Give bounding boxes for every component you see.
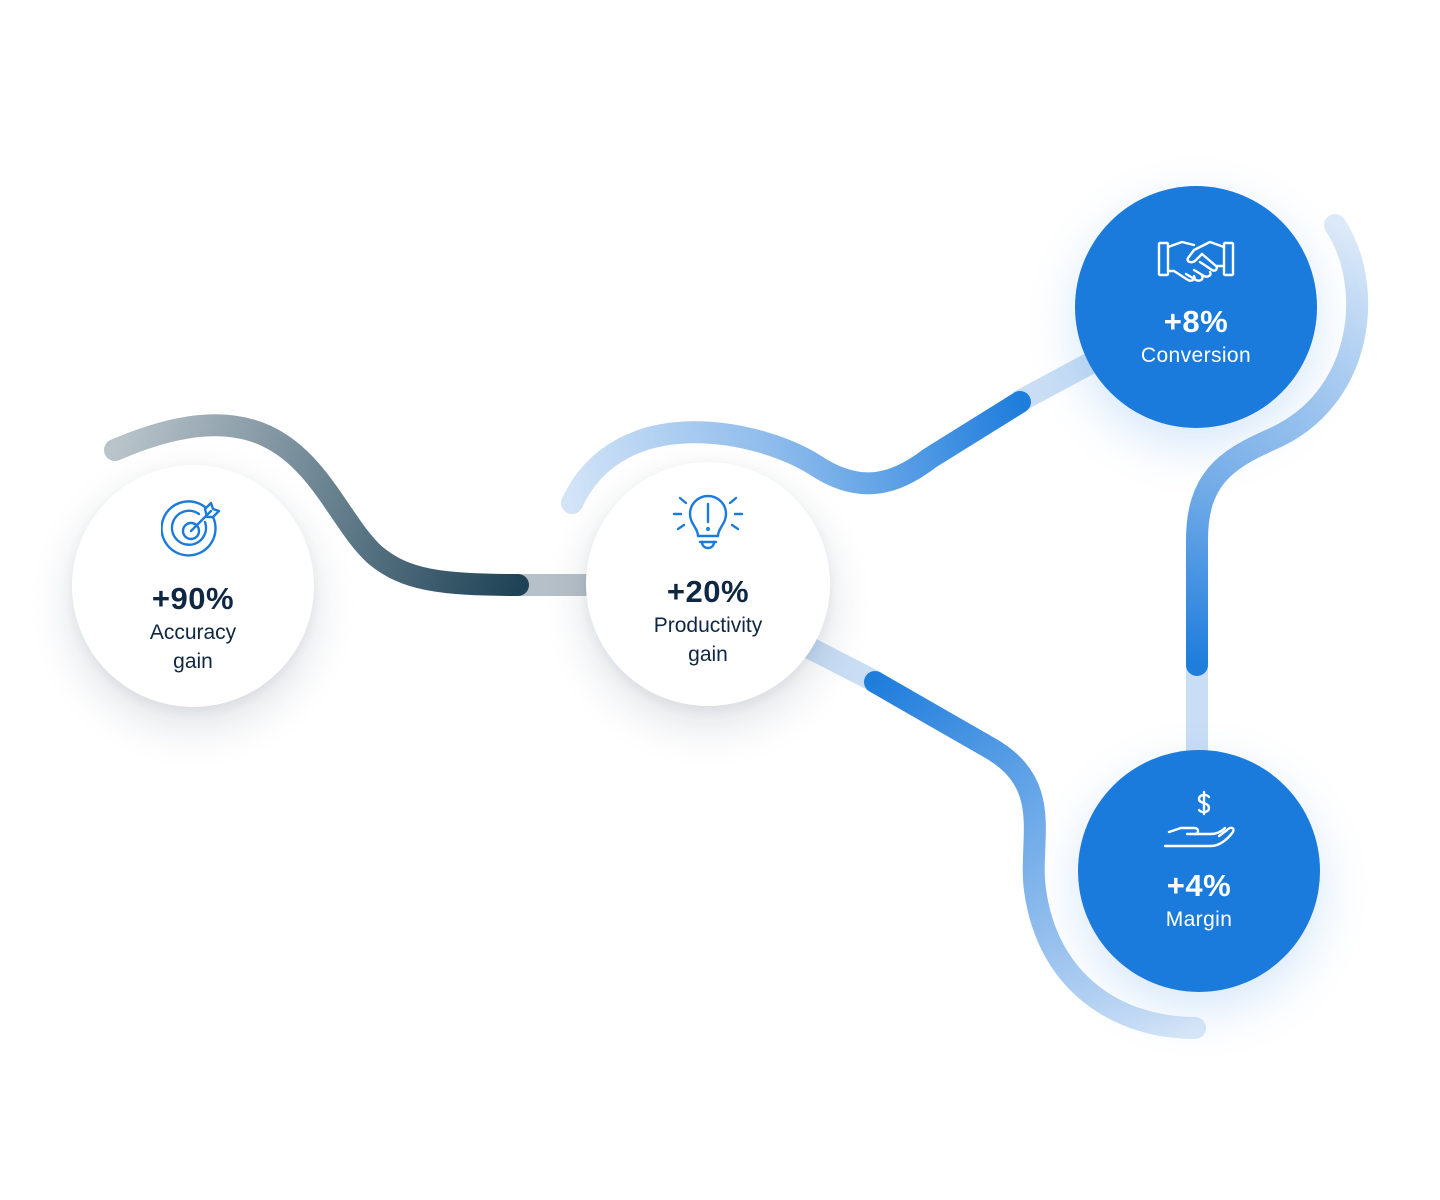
connector-accuracy-to-productivity xyxy=(104,414,529,596)
label-productivity: Productivity gain xyxy=(654,611,763,669)
connector-conversion-to-margin xyxy=(1186,214,1369,676)
node-conversion: +8% Conversion xyxy=(1075,186,1317,428)
target-icon xyxy=(161,500,221,557)
value-accuracy: +90% xyxy=(151,581,235,616)
label-margin: Margin xyxy=(1166,905,1233,934)
node-accuracy-gain: +90% Accuracy gain xyxy=(72,465,314,707)
node-productivity-gain: +20% Productivity gain xyxy=(586,462,830,706)
label-accuracy: Accuracy gain xyxy=(150,618,236,676)
value-margin: +4% xyxy=(1166,868,1232,903)
connector-stub-productivity-lower xyxy=(794,633,884,693)
label-accuracy-line2: gain xyxy=(173,650,213,673)
label-productivity-line2: gain xyxy=(688,643,728,666)
label-margin-line1: Margin xyxy=(1165,908,1233,931)
hand-dollar-icon xyxy=(1163,790,1235,848)
handshake-icon xyxy=(1157,240,1235,282)
connector-productivity-to-margin xyxy=(864,671,1206,1039)
connector-productivity-to-conversion xyxy=(561,391,1031,514)
label-conversion-line1: Conversion xyxy=(1140,344,1252,367)
label-accuracy-line1: Accuracy xyxy=(149,621,237,644)
label-productivity-line1: Productivity xyxy=(653,614,763,637)
connector-stub-conversion xyxy=(1012,348,1106,412)
value-productivity: +20% xyxy=(666,574,750,609)
node-margin: +4% Margin xyxy=(1078,750,1320,992)
lightbulb-icon xyxy=(672,494,744,550)
label-conversion: Conversion xyxy=(1141,341,1251,370)
value-conversion: +8% xyxy=(1163,304,1229,339)
